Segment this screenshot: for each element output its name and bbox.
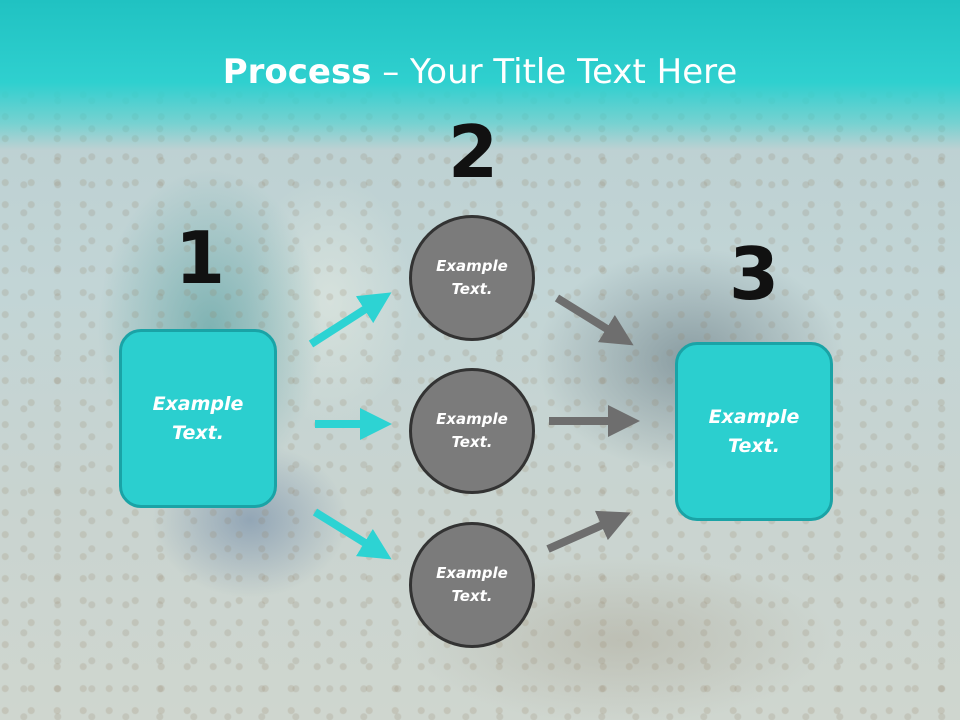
arrow-teal-up <box>308 292 392 348</box>
slide-title: Process – Your Title Text Here <box>0 52 960 92</box>
step-2-circle-top: Example Text. <box>409 215 535 341</box>
arrow-teal-down <box>312 508 392 560</box>
step-3-text: Example Text. <box>708 405 800 457</box>
arrow-gray-up <box>546 510 631 553</box>
step-1-text: Example Text. <box>152 392 244 444</box>
step-3-box: Example Text. <box>675 342 833 521</box>
title-bold: Process <box>222 52 372 92</box>
step-number-1: 1 <box>174 216 226 300</box>
step-2-circle-middle: Example Text. <box>409 368 535 494</box>
circle-bottom-text: Example Text. <box>436 564 508 605</box>
circle-top-text: Example Text. <box>436 257 508 298</box>
step-1-box: Example Text. <box>119 329 277 508</box>
arrow-gray-down <box>554 294 634 346</box>
title-rest: – Your Title Text Here <box>371 52 738 92</box>
header-band <box>0 0 960 150</box>
step-number-3: 3 <box>728 232 780 316</box>
step-2-circle-bottom: Example Text. <box>409 522 535 648</box>
circle-middle-text: Example Text. <box>436 410 508 451</box>
step-number-2: 2 <box>447 110 499 194</box>
